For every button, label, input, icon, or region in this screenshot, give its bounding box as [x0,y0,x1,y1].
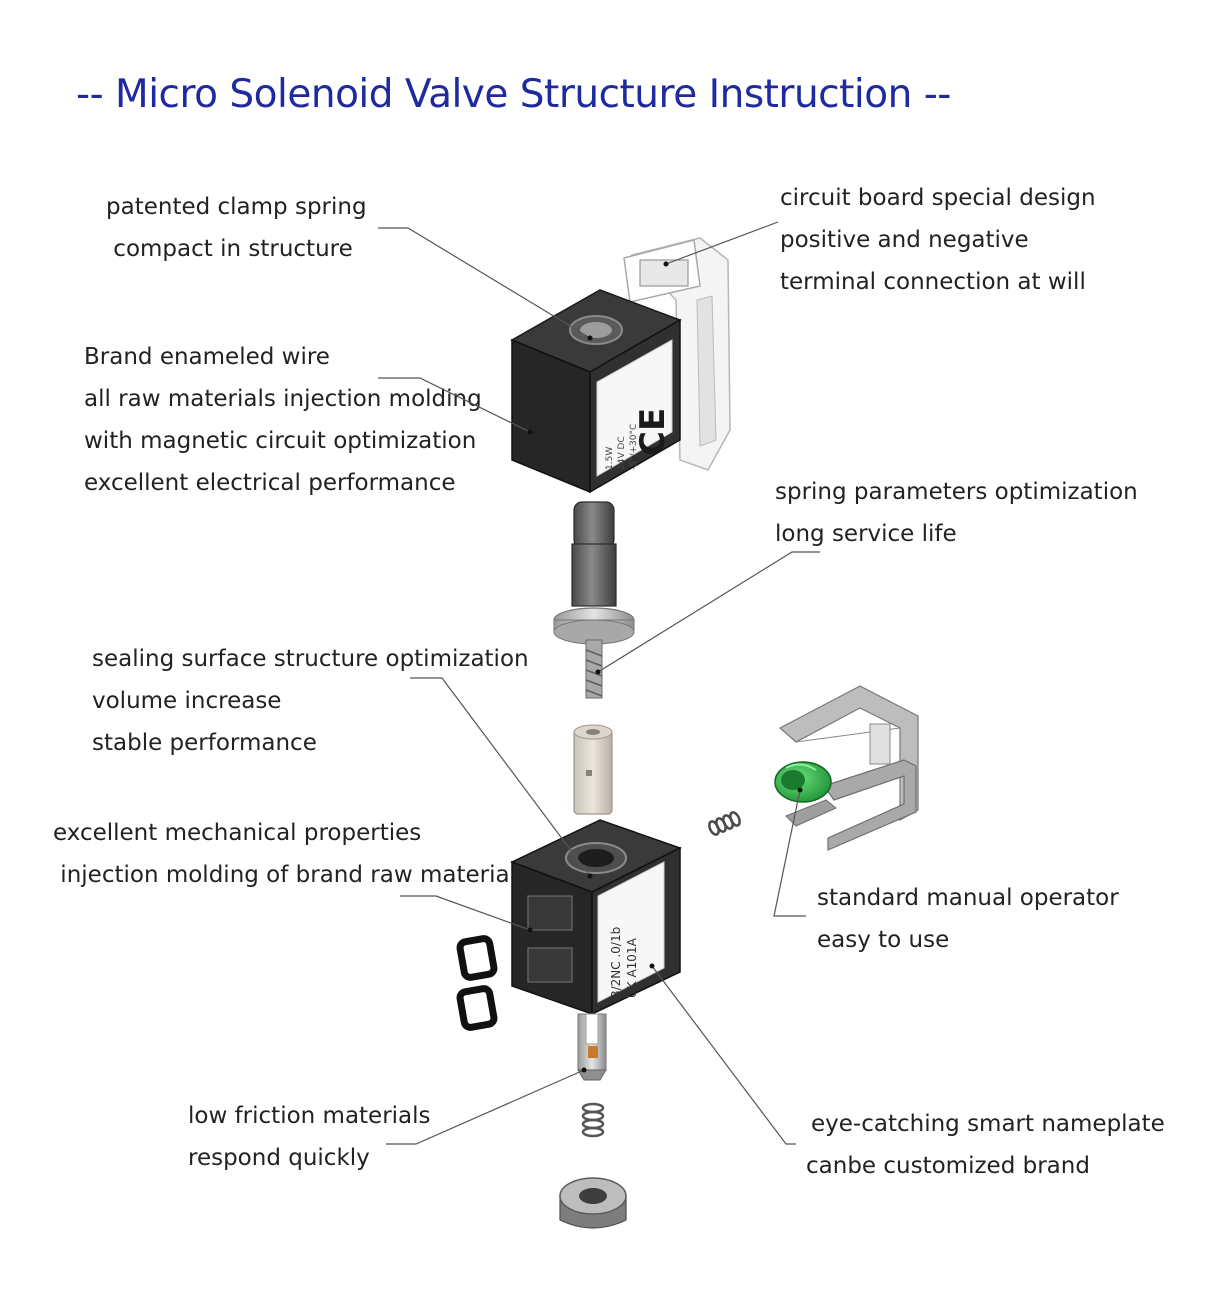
leader-mechanical [400,895,531,931]
callout-line: all raw materials injection molding [84,386,482,412]
leader-dot [587,335,593,341]
leader-manual-operator [773,789,806,917]
callout-line: patented clamp spring [106,194,367,220]
leader-nameplate [651,965,796,1145]
leader-dot [595,669,601,675]
callout-line: with magnetic circuit optimization [84,428,477,454]
leader-lines [378,221,820,1145]
leader-spring-params [597,551,820,673]
leader-clamp-spring [378,227,591,339]
callout-line: excellent mechanical properties [53,820,422,846]
manual-button-icon [774,761,832,803]
page-title: -- Micro Solenoid Valve Structure Instru… [76,72,951,117]
coil-nameplate: 1.5W 24V DC -5°/+30°C CE [605,408,673,470]
callout-clamp-spring: patented clamp spring compact in structu… [106,186,367,270]
leader-dot [581,1067,587,1073]
body-nameplate: 3/2NC .0/1b UK A101A [609,927,639,998]
leader-dot [663,261,669,267]
coil-label-line1: 1.5W [605,447,615,470]
terminal-connector [623,237,731,471]
callout-line: sealing surface structure optimization [92,646,529,672]
body-label-line1: 3/2NC .0/1b [609,927,623,998]
callout-line: spring parameters optimization [775,479,1138,505]
callout-line: easy to use [817,927,950,953]
callout-low-friction: low friction materials respond quickly [188,1095,431,1179]
callout-line: respond quickly [188,1145,370,1171]
callout-line: circuit board special design [780,185,1096,211]
manual-operator-bracket [778,685,919,851]
leader-low-friction [386,1069,585,1145]
callout-line: terminal connection at will [780,269,1086,295]
leader-enameled-wire [378,377,531,433]
callout-enameled-wire: Brand enameled wire all raw materials in… [84,336,482,504]
spacer-sleeve [573,724,613,815]
bottom-seal [559,1177,627,1229]
callout-line: stable performance [92,730,317,756]
coil-block [510,289,682,494]
leader-sealing-surface [410,677,591,877]
callout-line: positive and negative [780,227,1029,253]
callout-mechanical: excellent mechanical properties injectio… [53,812,528,896]
callout-nameplate: eye-catching smart nameplate canbe custo… [806,1103,1165,1187]
leader-dot [527,429,533,435]
callout-line: standard manual operator [817,885,1119,911]
bottom-spring [581,1102,605,1138]
callout-line: long service life [775,521,957,547]
callout-line: canbe customized brand [806,1153,1090,1179]
operator-spring [708,811,741,836]
callout-circuit-board: circuit board special design positive an… [780,177,1096,303]
leader-dot [797,787,803,793]
callout-line: compact in structure [106,236,353,262]
leader-dot [649,963,655,969]
valve-body [510,819,682,1016]
callout-spring-params: spring parameters optimization long serv… [775,471,1138,555]
leader-dot [527,927,533,933]
coil-label-line2: 24V DC [617,436,627,470]
leader-dot [587,873,593,879]
callout-line: Brand enameled wire [84,344,330,370]
lower-plunger [577,1013,607,1081]
callout-line: volume increase [92,688,282,714]
gasket-pair [456,935,498,1031]
callout-line: low friction materials [188,1103,431,1129]
armature-tube [553,501,635,699]
callout-line: eye-catching smart nameplate [811,1111,1165,1137]
coil-label-line3: -5°/+30°C [629,424,639,470]
leader-circuit-board [665,221,779,265]
callout-sealing-surface: sealing surface structure optimization v… [92,638,529,764]
body-label-line2: UK A101A [625,937,639,998]
ce-mark: CE [633,408,673,456]
callout-line: excellent electrical performance [84,470,456,496]
callout-manual-operator: standard manual operator easy to use [817,877,1119,961]
callout-line: injection molding of brand raw materials [53,862,528,888]
